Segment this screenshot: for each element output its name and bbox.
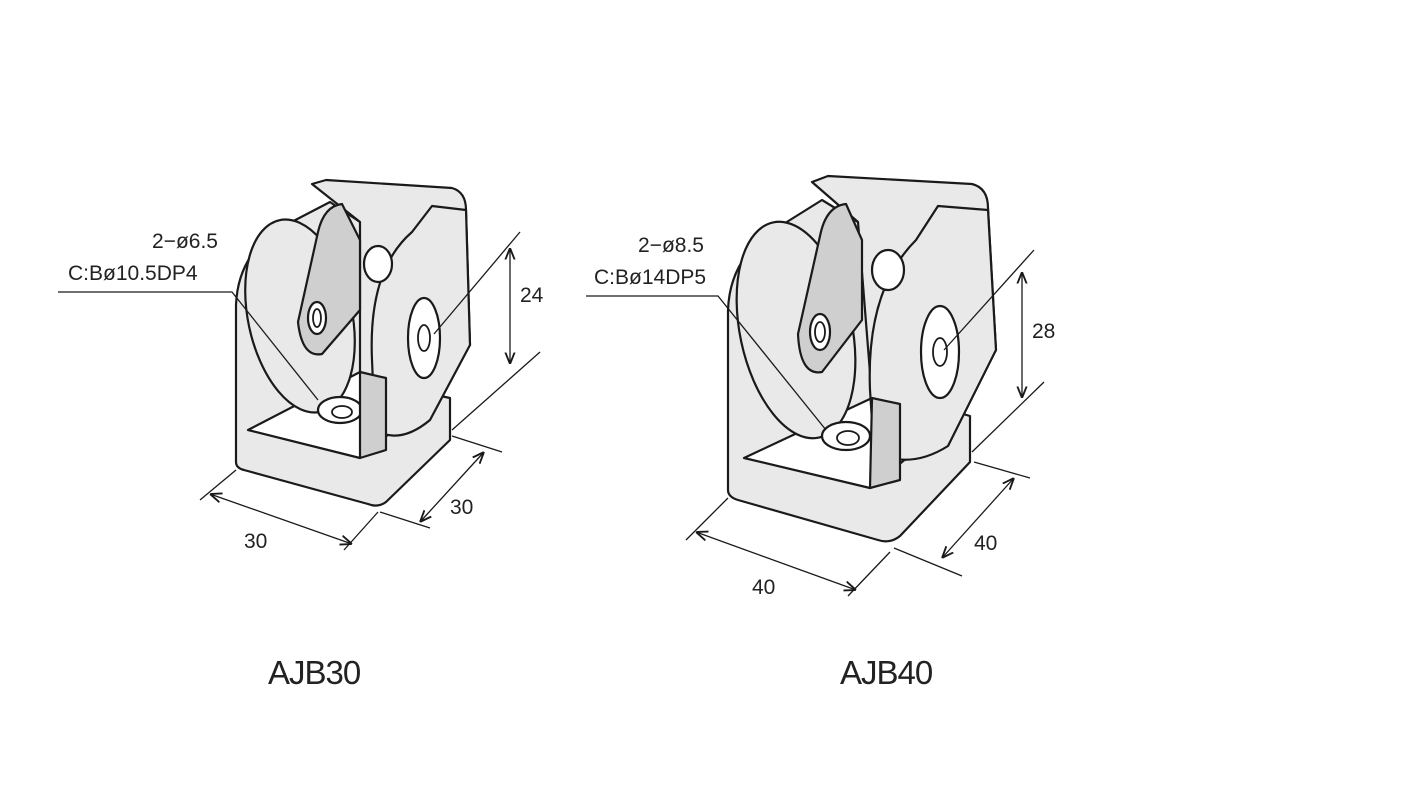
dim-line-depth: [942, 478, 1014, 558]
part-label: AJB40: [840, 654, 933, 691]
ext-line-depth-b: [893, 547, 963, 577]
dim-line-depth: [420, 452, 484, 522]
ext-line-width-a: [685, 497, 729, 541]
dim-depth-label: 30: [450, 496, 473, 519]
ext-line-width-a: [199, 469, 237, 501]
callout-line2: C:Bø14DP5: [594, 266, 706, 289]
bracket-body: [726, 174, 998, 543]
callout-leader: [586, 295, 827, 431]
callout-leader: [58, 291, 319, 401]
dim-width-label: 30: [244, 530, 267, 553]
dim-width-label: 40: [752, 576, 775, 599]
bracket-body: [234, 178, 472, 507]
ext-line-width-b: [343, 511, 379, 551]
dim-depth-label: 40: [974, 532, 997, 555]
part-label: AJB30: [268, 654, 361, 691]
part-ajb40: 2−ø8.5 C:Bø14DP5 28 40 40 AJB40: [586, 174, 1055, 691]
dim-height-label: 24: [520, 284, 544, 307]
ext-line-depth-a: [451, 435, 503, 453]
callout-line1: 2−ø6.5: [152, 230, 218, 253]
callout-line1: 2−ø8.5: [638, 234, 704, 257]
ext-line-depth-a: [973, 461, 1031, 479]
dim-height-label: 28: [1032, 320, 1055, 343]
callout-line2: C:Bø10.5DP4: [68, 262, 198, 285]
ext-line-depth-b: [379, 511, 431, 529]
dim-line-width: [696, 532, 856, 590]
ext-line-bottom: [971, 381, 1045, 453]
ext-line-top: [943, 249, 1035, 351]
dim-line-width: [210, 494, 352, 544]
ext-line-bottom: [451, 351, 541, 431]
part-ajb30: 2−ø6.5 C:Bø10.5DP4 24 30 30 AJB30: [58, 178, 544, 691]
